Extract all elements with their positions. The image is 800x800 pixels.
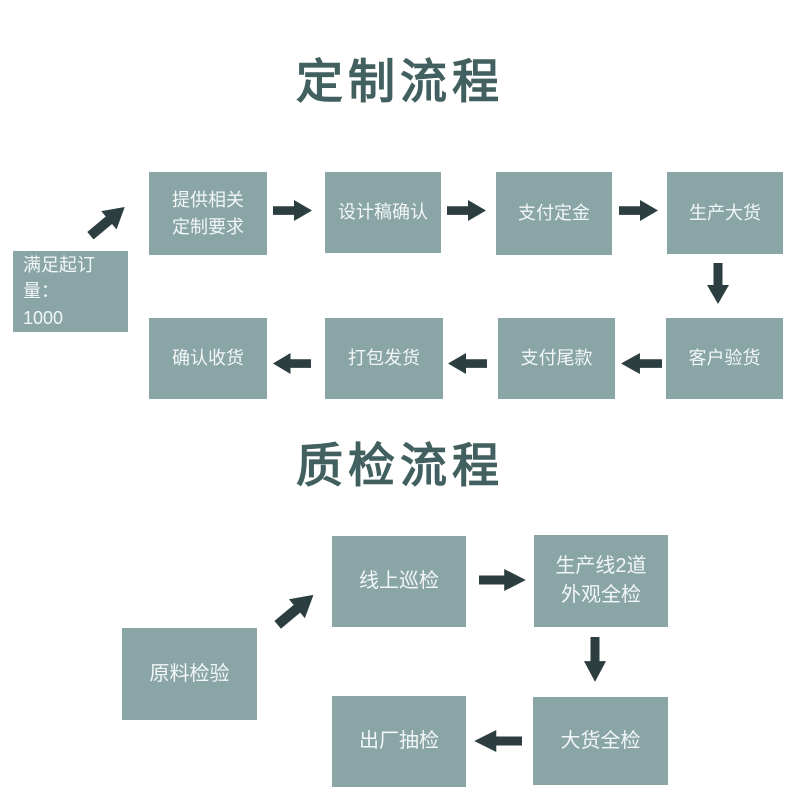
arrow-left-icon — [620, 352, 662, 375]
step-min-order-quantity: 满足起订量： 1000 — [13, 251, 128, 332]
step-bulk-full-inspection: 大货全检 — [533, 697, 668, 785]
step-label: 1000 — [23, 307, 64, 328]
arrow-down-icon — [706, 263, 730, 305]
step-bulk-production: 生产大货 — [667, 172, 783, 254]
arrow-left-icon — [272, 352, 311, 375]
step-provide-requirements: 提供相关 定制要求 — [149, 172, 267, 255]
step-label: 提供相关 — [172, 190, 244, 211]
arrow-up-right-icon — [82, 196, 134, 245]
step-label: 客户验货 — [688, 348, 761, 369]
arrow-right-icon — [619, 199, 659, 222]
arrow-right-icon — [447, 199, 487, 222]
step-factory-sampling-inspection: 出厂抽检 — [332, 696, 466, 787]
step-label: 外观全检 — [561, 584, 641, 606]
step-line-appearance-inspection: 生产线2道 外观全检 — [534, 535, 668, 627]
step-label: 出厂抽检 — [359, 730, 439, 752]
step-label: 支付定金 — [518, 203, 590, 224]
step-label: 原料检验 — [149, 662, 230, 685]
step-label: 支付尾款 — [520, 348, 593, 369]
step-label: 确认收货 — [172, 348, 244, 369]
step-label: 线上巡检 — [359, 570, 439, 592]
section-title-customization-process: 定制流程 — [296, 55, 504, 108]
arrow-right-icon — [273, 199, 313, 222]
arrow-left-icon — [473, 729, 522, 753]
step-online-patrol-inspection: 线上巡检 — [332, 536, 466, 627]
step-pay-deposit: 支付定金 — [496, 172, 612, 255]
step-pack-ship: 打包发货 — [325, 318, 443, 399]
step-label: 生产线2道 — [555, 555, 647, 577]
step-label: 大货全检 — [560, 729, 641, 752]
section-title-quality-inspection-process: 质检流程 — [296, 439, 504, 492]
step-design-confirm: 设计稿确认 — [325, 172, 441, 253]
step-label: 打包发货 — [348, 348, 420, 369]
arrow-down-icon — [583, 637, 607, 683]
step-label: 设计稿确认 — [338, 202, 428, 223]
step-label: 生产大货 — [689, 202, 761, 223]
arrow-up-right-icon — [269, 584, 323, 636]
arrow-left-icon — [447, 352, 487, 375]
step-raw-material-inspection: 原料检验 — [122, 628, 257, 720]
step-label: 定制要求 — [172, 216, 244, 237]
step-label: 满足起订量： — [23, 255, 95, 302]
step-confirm-receipt: 确认收货 — [149, 318, 267, 399]
arrow-right-icon — [479, 568, 527, 592]
step-pay-balance: 支付尾款 — [498, 318, 615, 399]
step-customer-inspection: 客户验货 — [666, 318, 783, 399]
